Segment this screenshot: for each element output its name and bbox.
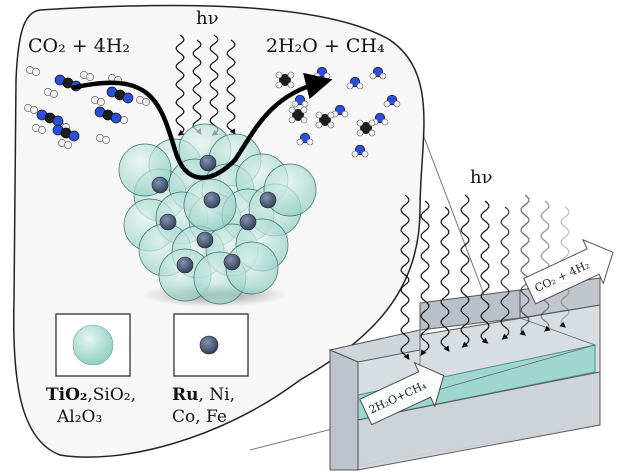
support-label-line2: Al₂O₃ <box>56 407 102 427</box>
light-wave-icon <box>400 194 410 360</box>
light-wave-icon <box>209 34 219 136</box>
light-wave-icon <box>440 206 450 352</box>
inlet-arrow: CO₂ + 4H₂ <box>523 238 614 305</box>
light-wave-icon <box>500 206 510 340</box>
metal-particle <box>203 191 221 209</box>
metal-label-bold: Ru <box>172 385 199 405</box>
legend-support: TiO₂,SiO₂, Al₂O₃ <box>46 313 136 427</box>
light-wave-icon <box>480 200 490 344</box>
metal-sphere-icon <box>199 335 219 355</box>
reactor-light-label: hν <box>470 167 493 188</box>
light-waves <box>175 34 236 136</box>
support-particle <box>225 241 279 295</box>
support-label-rest: ,SiO₂, <box>87 385 136 405</box>
molecules <box>24 66 401 158</box>
support-label-bold: TiO₂ <box>46 385 87 405</box>
light-wave-icon <box>420 200 430 356</box>
metal-label-line2: Co, Fe <box>172 407 227 427</box>
light-wave-icon <box>540 200 551 332</box>
legend-metal: Ru, Ni, Co, Fe <box>172 313 249 427</box>
light-wave-icon <box>460 194 470 348</box>
light-label: hν <box>196 8 219 29</box>
metal-particle <box>259 191 277 209</box>
support-sphere-icon <box>72 324 114 366</box>
light-wave-icon <box>175 34 185 136</box>
metal-particle <box>239 213 257 231</box>
metal-particle <box>159 213 177 231</box>
metal-particle <box>196 231 214 249</box>
support-particle <box>263 163 317 217</box>
metal-particle <box>151 176 169 194</box>
products-equation: 2H₂O + CH₄ <box>266 35 385 57</box>
metal-particle <box>223 253 241 271</box>
svg-text:TiO₂,SiO₂,: TiO₂,SiO₂, <box>46 385 136 405</box>
light-wave-icon <box>519 194 530 336</box>
curved-arrow-icon <box>71 72 333 180</box>
catalyst-particle-cluster <box>118 123 317 305</box>
metal-particle <box>176 256 194 274</box>
metal-label-rest: , Ni, <box>199 385 236 405</box>
photoreactor <box>328 277 601 471</box>
light-wave-icon <box>192 39 202 136</box>
svg-text:Ru, Ni,: Ru, Ni, <box>172 385 235 405</box>
light-wave-icon <box>226 39 236 136</box>
metal-particle <box>199 154 217 172</box>
reactants-equation: CO₂ + 4H₂ <box>28 35 130 57</box>
